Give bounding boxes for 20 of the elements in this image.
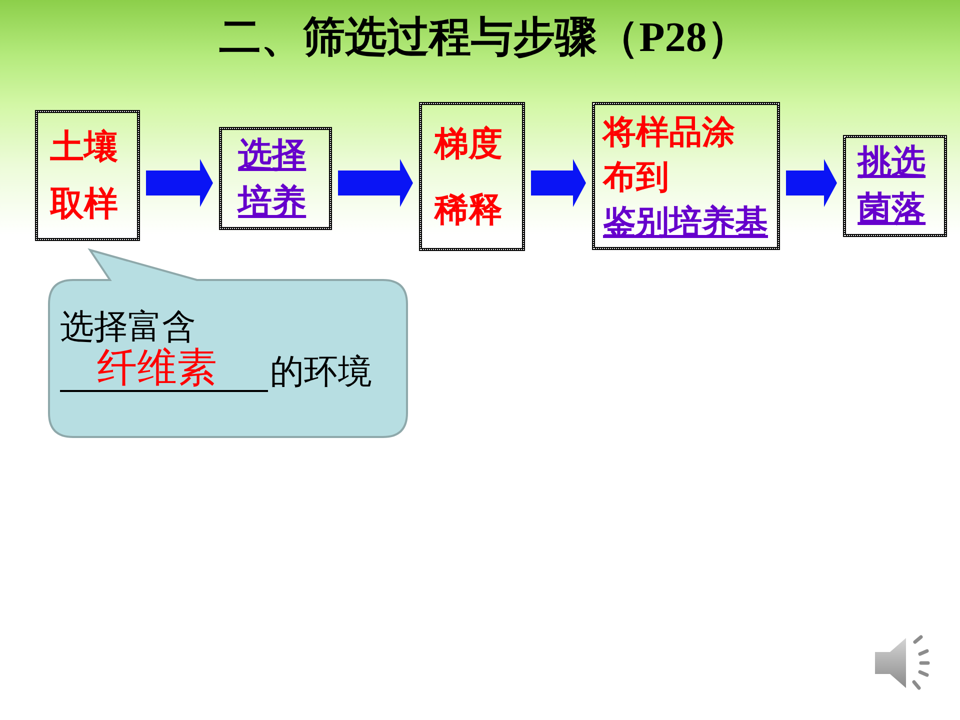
- step-box: [843, 135, 947, 237]
- underlined-text: 鉴别培养基: [603, 202, 768, 242]
- bubble-text: 的环境: [270, 352, 372, 392]
- fill-in-line: 纤维素: [60, 344, 268, 392]
- arrow: [786, 159, 837, 207]
- speech-bubble: [48, 248, 408, 439]
- arrow: [338, 159, 413, 207]
- step-text: 土壤取样: [50, 126, 120, 224]
- bubble-text: 选择富含: [60, 307, 196, 347]
- step-box: [419, 102, 525, 251]
- step-text: 梯度稀释: [434, 124, 504, 230]
- step-text: 将样品涂布到: [603, 112, 736, 196]
- arrow: [531, 159, 586, 207]
- step-box: [592, 102, 780, 250]
- underlined-text: 选择培养: [238, 134, 308, 222]
- underlined-text: 挑选菌落: [858, 142, 927, 230]
- step-box: [219, 127, 332, 230]
- step-box: [35, 110, 140, 241]
- title: 二、筛选过程与步骤（P28）: [219, 14, 749, 63]
- arrow: [146, 159, 213, 207]
